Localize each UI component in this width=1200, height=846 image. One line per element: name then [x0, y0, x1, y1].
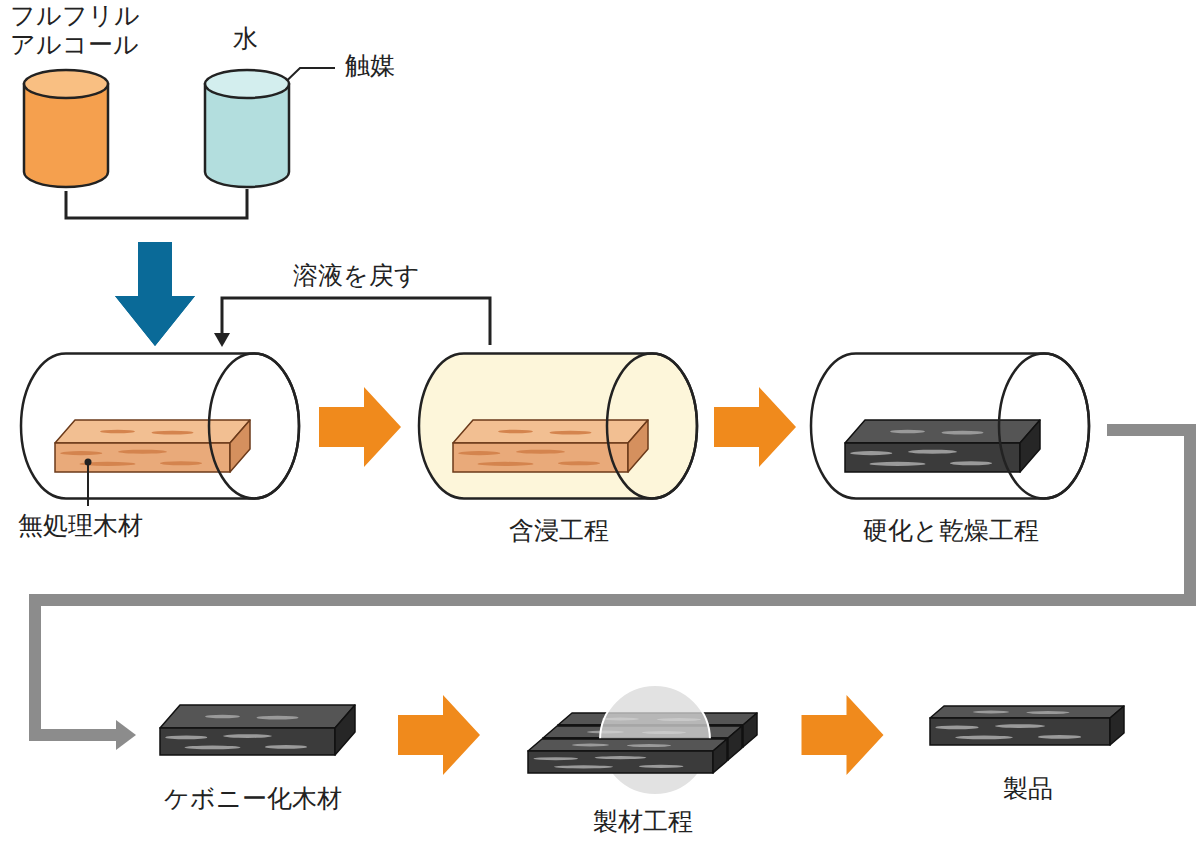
process-tube: 無処理木材 [15, 352, 307, 547]
node-label: フルフリル アルコール [10, 2, 145, 60]
liquid-tank [22, 68, 112, 190]
node-label: ケボニー化木材 [148, 785, 358, 814]
treatment-tube [419, 352, 709, 512]
wood-board [148, 700, 358, 770]
process-tube: 含浸工程 [413, 352, 705, 547]
tank: フルフリル アルコール [5, 2, 145, 192]
tank: 水 [195, 25, 295, 190]
connector [398, 695, 480, 775]
treatment-tube [21, 352, 311, 512]
connector [214, 298, 490, 347]
edge-label: 溶液を戻す [290, 262, 423, 291]
node-label: 硬化と乾燥工程 [805, 517, 1097, 546]
node-label: 製材工程 [520, 808, 765, 837]
process-figure: 製材工程 [520, 680, 765, 840]
connector [115, 189, 247, 346]
sawing-figure [520, 680, 765, 805]
node-label: 含浸工程 [413, 517, 705, 546]
wood-board [920, 700, 1135, 760]
node-label: 無処理木材 [18, 512, 143, 541]
liquid-tank [203, 68, 293, 190]
callout-label: 触媒 [342, 52, 398, 81]
connector [319, 387, 401, 467]
node-label: 製品 [920, 775, 1135, 804]
node-label: 水 [195, 25, 295, 54]
product-board: ケボニー化木材 [148, 700, 358, 820]
process-tube: 硬化と乾燥工程 [805, 352, 1097, 547]
connector [714, 387, 796, 467]
product-board: 製品 [920, 700, 1135, 810]
connector [66, 191, 195, 346]
treatment-tube [811, 352, 1101, 512]
connector [802, 695, 884, 775]
